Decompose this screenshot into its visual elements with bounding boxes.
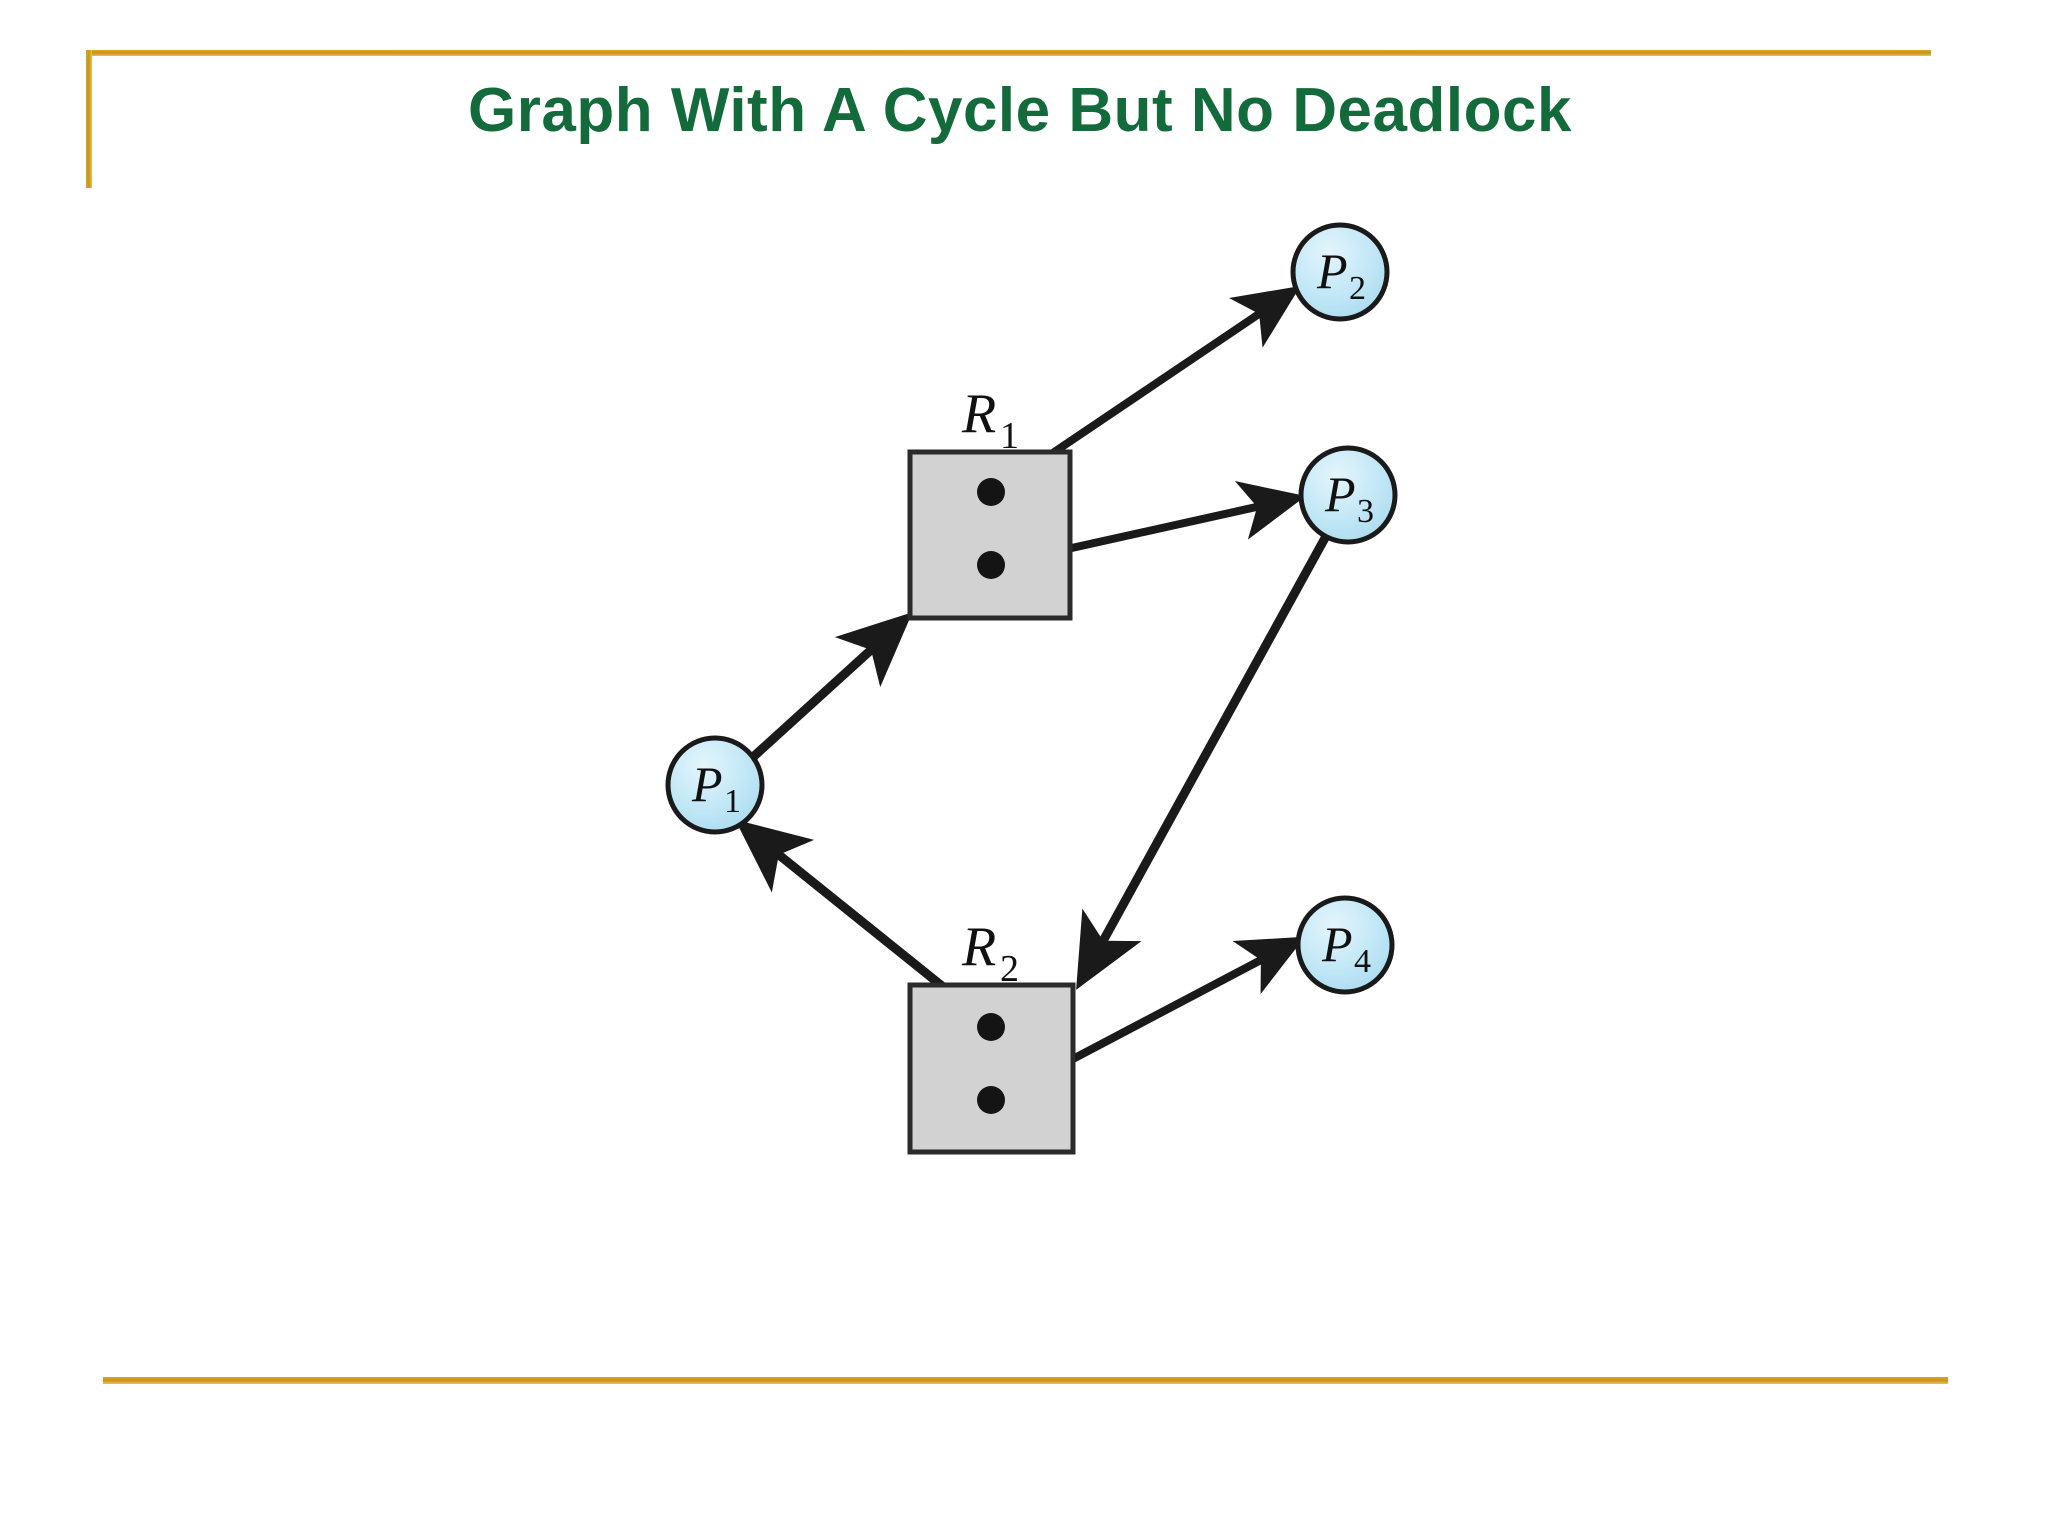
resource-instance-dot [977,1013,1005,1041]
resource-label-r1-subscript: 1 [1000,415,1019,457]
process-label-p1: P [691,756,723,812]
process-node-p3[interactable]: P 3 [1298,445,1398,545]
process-label-p4-subscript: 4 [1354,943,1371,980]
resource-label-r2: R [961,916,996,978]
resource-node-r2[interactable]: R 2 [907,916,1076,1155]
process-label-p1-subscript: 1 [724,783,741,820]
resource-label-r2-subscript: 2 [1000,948,1019,990]
edge-p1-to-r1 [748,612,913,762]
process-label-p3: P [1324,466,1356,522]
edge-layer [735,285,1329,1104]
left-accent-rule [86,50,92,188]
resource-node-r1[interactable]: R 1 [907,383,1073,621]
top-accent-rule [86,50,1931,56]
process-circle-p3[interactable] [1298,445,1398,545]
resource-allocation-graph: R 1 R 2 P 1 P 2 [0,160,2048,1360]
process-node-p2[interactable]: P 2 [1290,222,1390,322]
resource-box-r1[interactable] [907,449,1073,621]
process-label-p2-subscript: 2 [1349,270,1366,307]
process-node-p4[interactable]: P 4 [1295,895,1395,995]
process-circle-p1[interactable] [665,735,765,835]
process-label-p2: P [1316,243,1348,299]
resource-box-r2[interactable] [907,982,1076,1155]
resource-instance-dot [977,1086,1005,1114]
process-circle-p2[interactable] [1290,222,1390,322]
resource-label-r1: R [961,383,996,445]
process-label-p3-subscript: 3 [1357,493,1374,530]
resource-instance-dot [977,551,1005,579]
process-node-p1[interactable]: P 1 [665,735,765,835]
resource-instance-dot [977,478,1005,506]
slide-title: Graph With A Cycle But No Deadlock [468,76,1572,145]
process-circle-p4[interactable] [1295,895,1395,995]
bottom-accent-rule [103,1377,1948,1384]
process-label-p4: P [1321,916,1353,972]
edge-p3-to-r2 [1076,535,1329,990]
